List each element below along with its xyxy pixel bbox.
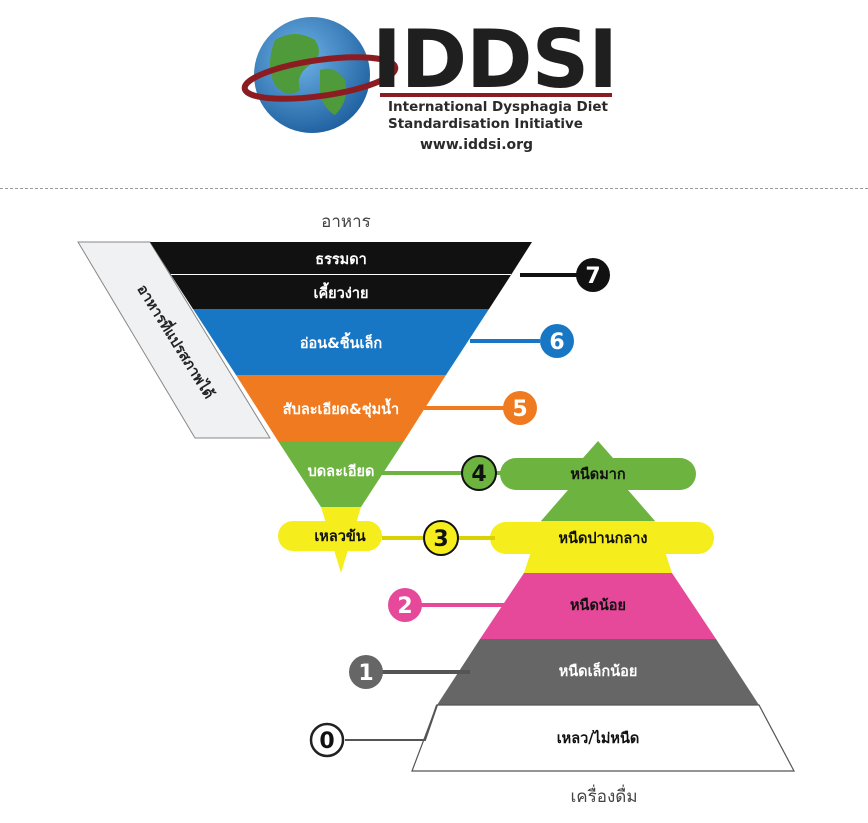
food-band-5 (236, 375, 446, 441)
drink-band-0 (411, 704, 795, 772)
caption-drinks: เครื่องดื่ม (570, 784, 637, 807)
food-band-4 (278, 441, 404, 507)
drink-level-2-label: หนืดน้อย (570, 597, 626, 614)
header-divider (0, 188, 868, 189)
drink-band-4-stem (541, 490, 655, 521)
food-band-6 (193, 309, 489, 375)
transitional-foods-band (77, 241, 271, 439)
drink-level-3-label: หนืดปานกลาง (558, 530, 647, 547)
level-2-badge: 2 (388, 588, 422, 622)
drink-level-1-label: หนืดเล็กน้อย (559, 661, 638, 680)
drink-level-4-label: หนืดมาก (570, 466, 625, 483)
brand-subtitle-line1: International Dysphagia Diet (388, 99, 608, 115)
level-5-number: 5 (512, 397, 527, 422)
level-0-badge: 0 (309, 722, 345, 758)
level-6-badge: 6 (540, 324, 574, 358)
food-level-6-label: อ่อน&ชิ้นเล็ก (300, 332, 382, 352)
level-4-number: 4 (471, 462, 486, 487)
connector-0 (345, 704, 438, 741)
drink-band-3-pill (490, 522, 714, 554)
drink-band-2 (480, 573, 716, 639)
food-level-3-label: เหลวข้น (314, 528, 365, 545)
food-level-5-label: สับละเอียด&ชุ่มน้ำ (283, 398, 399, 418)
food-level-4-label: บดละเอียด (308, 463, 375, 480)
level-7-number: 7 (585, 264, 600, 289)
food-band-7-regular (150, 242, 532, 275)
brand-subtitle-line2: Standardisation Initiative (388, 116, 583, 132)
food-band-3-pill (278, 521, 382, 551)
food-level-7-label-a: ธรรมดา (315, 252, 367, 268)
iddsi-header: IDDSI International Dysphagia Diet Stand… (0, 0, 868, 180)
level-6-number: 6 (549, 330, 564, 355)
level-3-badge: 3 (423, 520, 459, 556)
caption-food: อาหาร (321, 212, 371, 232)
drink-band-4-pill (500, 458, 696, 490)
drink-level-0-label: เหลว/ไม่หนืด (557, 729, 640, 747)
level-3-number: 3 (433, 527, 448, 552)
level-1-badge: 1 (349, 655, 383, 689)
level-5-badge: 5 (503, 391, 537, 425)
drink-band-1 (437, 639, 759, 705)
level-4-badge: 4 (461, 455, 497, 491)
level-7-badge: 7 (576, 258, 610, 292)
food-band-7-easy-to-chew (171, 275, 511, 309)
level-2-number: 2 (397, 594, 412, 619)
level-1-number: 1 (358, 661, 373, 686)
brand-url-link[interactable]: www.iddsi.org (420, 137, 534, 153)
brand-title: IDDSI (372, 13, 618, 106)
globe-logo-icon (241, 17, 612, 133)
food-level-7-label-b: เคี้ยวง่าย (313, 282, 368, 302)
level-0-number: 0 (319, 729, 334, 754)
